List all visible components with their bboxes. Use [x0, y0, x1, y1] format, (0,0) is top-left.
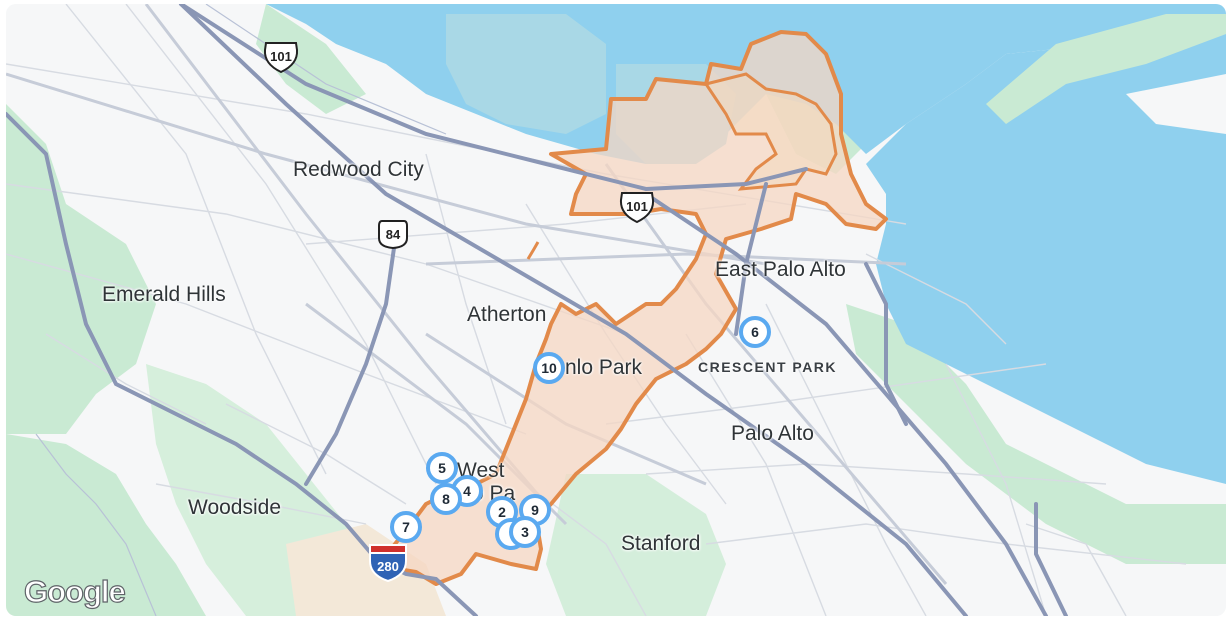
map-marker-8[interactable]: 8	[430, 483, 462, 515]
map-canvas[interactable]	[6, 4, 1226, 616]
land-tan-south	[286, 524, 446, 616]
shield-label: 101	[270, 49, 292, 64]
shield-label: 280	[377, 559, 399, 574]
place-label-woodside: Woodside	[188, 496, 282, 519]
park-area-baylands	[846, 304, 1226, 564]
us-101-shield-north: 101	[263, 42, 299, 74]
place-label-crescent-park: CRESCENT PARK	[698, 359, 838, 375]
park-area-west	[6, 104, 156, 434]
highlighted-region-island	[526, 241, 540, 260]
us-101-shield-south: 101	[619, 192, 655, 224]
map-marker-10[interactable]: 10	[533, 352, 565, 384]
park-area-southwest	[6, 434, 206, 616]
map-marker-6[interactable]: 6	[739, 316, 771, 348]
park-area-north	[256, 4, 366, 114]
map-view[interactable]: 101 101 84 280 Redwood City Emerald Hill…	[6, 4, 1226, 616]
land-strip-east	[1126, 74, 1226, 134]
park-area-stanford	[546, 474, 726, 616]
bay-water-east	[866, 34, 1226, 484]
place-label-emerald-hills: Emerald Hills	[102, 283, 226, 306]
place-label-atherton: Atherton	[467, 303, 547, 326]
interstate-280-shield: 280	[369, 544, 407, 583]
place-label-menlo-park: nlo Park	[565, 356, 643, 379]
highways	[6, 4, 1068, 616]
map-marker-5[interactable]: 5	[426, 452, 458, 484]
place-label-palo-alto: Palo Alto	[731, 422, 814, 445]
salt-pond-1	[446, 14, 606, 134]
place-label-redwood-city: Redwood City	[293, 158, 424, 181]
shield-label: 101	[626, 199, 648, 214]
map-marker-3[interactable]: 3	[509, 516, 541, 548]
highway-casing	[35, 4, 447, 616]
place-label-east-palo-alto: East Palo Alto	[715, 258, 846, 281]
map-marker-7[interactable]: 7	[390, 511, 422, 543]
land-strip-bayside	[986, 14, 1226, 124]
ca-84-shield: 84	[378, 220, 408, 250]
place-label-stanford: Stanford	[621, 532, 701, 555]
google-logo: Google	[23, 573, 126, 609]
shield-label: 84	[386, 227, 401, 242]
